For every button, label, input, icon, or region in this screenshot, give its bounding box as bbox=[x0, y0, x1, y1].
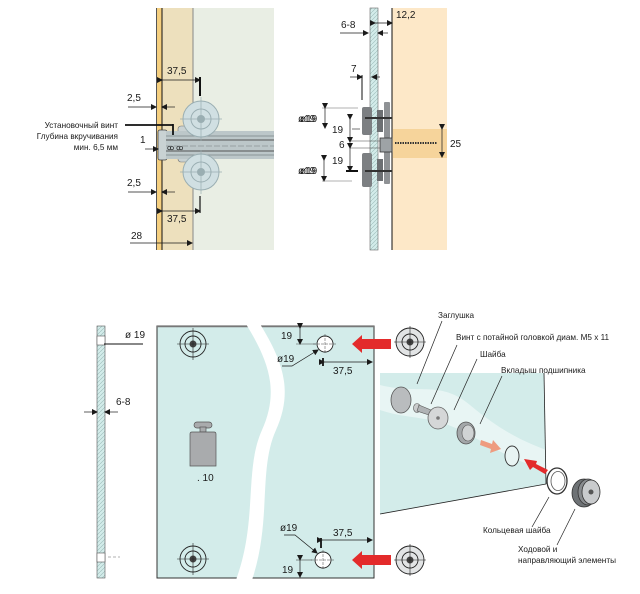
dim-fitting-offset: 7 bbox=[351, 64, 357, 75]
label-running-element-1: Ходовой и bbox=[518, 545, 557, 554]
dim-bottom-offset: 37,5 bbox=[167, 214, 187, 225]
edge-glass-thickness: 6-8 bbox=[116, 397, 131, 408]
label-screw: Винт с потайной головкой диам. M5 x 11 bbox=[456, 333, 610, 342]
fitting-lower bbox=[362, 150, 392, 187]
fitting-upper bbox=[362, 102, 392, 138]
bearing-insert-part bbox=[456, 421, 476, 445]
top-hole-side-distance: 37,5 bbox=[333, 366, 353, 377]
arrow-bottom-icon bbox=[352, 551, 391, 569]
screw-glyph: ꝏ ꝏ bbox=[167, 145, 183, 152]
arrow-salmon-icon bbox=[480, 440, 501, 453]
roller-lower bbox=[180, 150, 222, 194]
ring-part-in-glass bbox=[504, 445, 520, 467]
roller-mark-bottom bbox=[177, 543, 209, 575]
door-front-view: . 10 19 ø19 37,5 ø19 37,5 19 bbox=[156, 323, 391, 580]
top-hole-edge-distance: 19 bbox=[281, 331, 293, 342]
callout-line-2: Глубина вкручивания bbox=[37, 132, 118, 141]
ring-washer-part bbox=[546, 467, 568, 495]
dim-wall-offset: 12,2 bbox=[396, 10, 416, 21]
label-bearing-insert: Вкладыш подшипника bbox=[501, 366, 586, 375]
callout-line-3: мин. 6,5 мм bbox=[74, 143, 119, 152]
label-washer: Шайба bbox=[480, 350, 506, 359]
side-section-view: ꝏ ꝏ 37,5 2,5 Установочный винт Глубина в… bbox=[37, 8, 318, 250]
dim-gap-lower: 2,5 bbox=[127, 178, 141, 189]
dim-spacing-lower: 19 bbox=[332, 156, 344, 167]
exploded-view: Заглушка Винт с потайной головкой диам. … bbox=[379, 311, 616, 576]
arrow-top-icon bbox=[352, 335, 391, 353]
edge-hole-dia: ø 19 bbox=[125, 330, 145, 341]
dim-gap-upper: 2,5 bbox=[127, 93, 141, 104]
label-ring-washer: Кольцевая шайба bbox=[483, 526, 551, 535]
dim-wall-dia-upper: ø19 bbox=[298, 114, 316, 125]
bottom-hole-side-distance: 37,5 bbox=[333, 528, 353, 539]
dim-thickness: 28 bbox=[131, 231, 143, 242]
running-rail: ꝏ ꝏ bbox=[157, 125, 274, 163]
label-cap: Заглушка bbox=[438, 311, 475, 320]
running-guide-element-part bbox=[571, 478, 601, 508]
wall-section-view: 6-8 12,2 7 ø19 19 6 19 ø19 25 bbox=[298, 7, 462, 251]
dim-wall-dia-lower: ø19 bbox=[298, 166, 316, 177]
glass-edge-view: ø 19 6-8 bbox=[84, 325, 145, 579]
top-hole-dia: ø19 bbox=[277, 354, 295, 365]
fitting-mark-top bbox=[394, 326, 426, 358]
dim-dia-upper: ø19 bbox=[300, 114, 318, 125]
weight-icon bbox=[189, 421, 217, 467]
dim-glass-thickness: 6-8 bbox=[341, 20, 356, 31]
dim-spacing-upper: 19 bbox=[332, 125, 344, 136]
screw-part bbox=[413, 403, 432, 416]
fitting-mark-bottom bbox=[394, 544, 426, 576]
roller-mark-top bbox=[177, 328, 209, 360]
roller-upper bbox=[180, 97, 222, 141]
washer-part bbox=[427, 406, 449, 430]
wood-strip bbox=[156, 8, 162, 250]
dim-top-offset: 37,5 bbox=[167, 66, 187, 77]
arrow-red-small-icon bbox=[524, 459, 548, 474]
dim-dia-lower: ø19 bbox=[300, 166, 318, 177]
dim-profile-height: 25 bbox=[450, 139, 462, 150]
dim-play: 1 bbox=[140, 135, 146, 146]
dim-rail-gap: 6 bbox=[339, 140, 345, 151]
bottom-hole-dia: ø19 bbox=[280, 523, 298, 534]
weight-label: . 10 bbox=[197, 473, 214, 484]
cap-part bbox=[390, 386, 412, 414]
break-line bbox=[236, 324, 285, 580]
callout-line-1: Установочный винт bbox=[45, 121, 119, 130]
label-running-element-2: направляющий элементы bbox=[518, 556, 616, 565]
bottom-hole-edge-distance: 19 bbox=[282, 565, 294, 576]
